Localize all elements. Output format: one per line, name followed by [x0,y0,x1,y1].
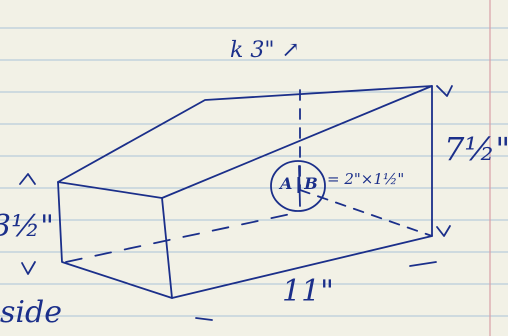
ab-circle [270,160,326,212]
tick-left-bottom [21,261,36,275]
wedge-sloped-top [57,85,433,199]
wedge-front-face [57,181,173,299]
ruled-lines [0,27,508,317]
circle-ab-label: A|B [280,174,321,193]
hidden-back-base-edge [299,189,433,237]
right-height-label: 7½" [444,130,508,168]
left-height-label: 3½" [0,209,54,244]
side-word-label: side [0,295,62,330]
wedge-solid [19,85,453,321]
tick-bottom-right [436,225,451,237]
top-width-label: k 3" ↗ [230,38,300,63]
circle-dimension-label: = 2"×1½" [327,170,405,188]
tick-left-top [19,173,36,185]
arrow-bottom-left [195,317,213,321]
bottom-length-label: 11" [282,274,334,309]
tick-top-right [436,85,453,97]
ab-divider [298,165,301,207]
hidden-back-bottom-edge [65,211,301,263]
arrow-bottom-right [409,261,437,267]
